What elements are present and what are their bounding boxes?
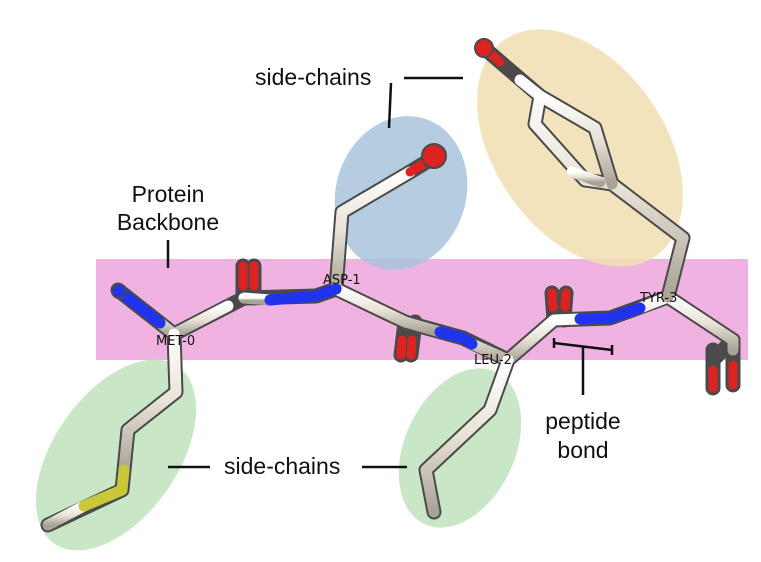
- peptide-label-line1: peptide: [545, 408, 620, 434]
- callout-top-left: [387, 82, 393, 129]
- residue-label-asp: ASP-1: [323, 273, 361, 288]
- backbone-label-line2: Backbone: [117, 209, 219, 235]
- molecule: [40, 38, 741, 533]
- backbone-label-line1: Protein: [132, 181, 205, 207]
- peptide-bond-marker: [552, 338, 614, 395]
- side-chains-label-bottom: side-chains: [224, 453, 340, 479]
- residue-label-tyr: TYR-3: [639, 291, 677, 306]
- nitrogen-atom-met: [111, 283, 127, 299]
- side-chains-label-top: side-chains: [255, 64, 371, 90]
- oxygen-atom-tyr: [474, 38, 494, 58]
- peptide-label-line2: bond: [557, 437, 608, 463]
- callouts: [166, 76, 614, 469]
- side-chain-region-met: [35, 359, 197, 551]
- residue-label-leu: LEU-2: [474, 353, 512, 368]
- oxygen-atom-asp: [421, 143, 447, 169]
- residue-label-met: MET-0: [156, 334, 195, 349]
